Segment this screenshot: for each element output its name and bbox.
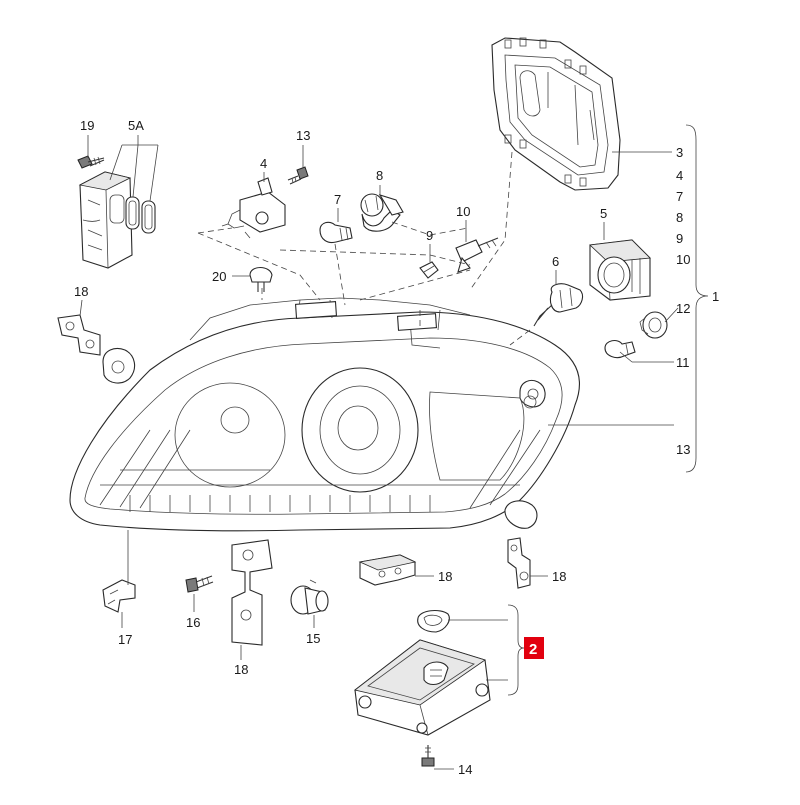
part-20-clip[interactable] xyxy=(249,266,273,293)
highlight-box xyxy=(524,637,544,659)
part-19-screw[interactable] xyxy=(77,155,105,169)
label-17: 17 xyxy=(118,632,132,647)
group-label-8: 8 xyxy=(676,210,683,225)
label-5a: 5A xyxy=(128,118,144,133)
group-label-7: 7 xyxy=(676,189,683,204)
label-8: 8 xyxy=(376,168,383,183)
part-15-bush[interactable] xyxy=(290,579,329,615)
part-8-bulb[interactable] xyxy=(360,193,404,232)
label-11: 11 xyxy=(676,355,690,370)
part-14-screw[interactable] xyxy=(421,745,435,767)
label-18-left: 18 xyxy=(74,284,88,299)
label-14: 14 xyxy=(458,762,472,777)
label-16: 16 xyxy=(186,615,200,630)
label-10: 10 xyxy=(456,204,470,219)
part-16-screw[interactable] xyxy=(185,575,214,593)
label-7: 7 xyxy=(334,192,341,207)
assembly-dashed-lines xyxy=(197,151,531,346)
part-18-bracket-bottom[interactable] xyxy=(231,539,273,646)
part-12-socket[interactable] xyxy=(639,311,668,339)
label-19: 19 xyxy=(80,118,94,133)
label-15: 15 xyxy=(306,631,320,646)
part-9-bulb[interactable] xyxy=(419,261,439,279)
part-4-range-motor[interactable] xyxy=(221,177,286,239)
part-18-bracket-left[interactable] xyxy=(57,314,101,356)
label-18-mid: 18 xyxy=(438,569,452,584)
label-18-right: 18 xyxy=(552,569,566,584)
label-12: 12 xyxy=(676,301,690,316)
label-20: 20 xyxy=(212,269,226,284)
part-17-bracket[interactable] xyxy=(102,579,136,613)
label-4: 4 xyxy=(260,156,267,171)
part-6-xenon-bulb[interactable] xyxy=(533,283,584,327)
label-13-right: 13 xyxy=(676,442,690,457)
label-3: 3 xyxy=(676,145,683,160)
headlight-housing[interactable] xyxy=(69,297,580,532)
part-5-igniter[interactable] xyxy=(589,239,651,301)
part-11-bulb[interactable] xyxy=(604,339,636,359)
part-10-connector[interactable] xyxy=(455,237,499,273)
label-5: 5 xyxy=(600,206,607,221)
label-9: 9 xyxy=(426,228,433,243)
group-label-9: 9 xyxy=(676,231,683,246)
part-7-bulb[interactable] xyxy=(319,221,353,244)
group-label-10: 10 xyxy=(676,252,690,267)
label-13-top: 13 xyxy=(296,128,310,143)
part-18-bracket-right[interactable] xyxy=(507,537,531,589)
label-6: 6 xyxy=(552,254,559,269)
callout-labels: 19 5A 13 4 8 7 10 9 5 20 6 18 12 11 13 3… xyxy=(74,118,719,777)
label-1: 1 xyxy=(712,289,719,304)
part-18-bracket-mid[interactable] xyxy=(358,554,417,586)
label-2: 2 xyxy=(529,641,537,658)
part-2-control-unit[interactable] xyxy=(354,609,491,736)
part-3-rear-cover[interactable] xyxy=(491,37,621,191)
part-13-screw-top[interactable] xyxy=(287,166,309,185)
part-5a-control-unit[interactable] xyxy=(78,171,156,269)
group-label-4: 4 xyxy=(676,168,683,183)
highlighted-callout-2[interactable]: 2 xyxy=(524,637,544,659)
label-18-bottom: 18 xyxy=(234,662,248,677)
